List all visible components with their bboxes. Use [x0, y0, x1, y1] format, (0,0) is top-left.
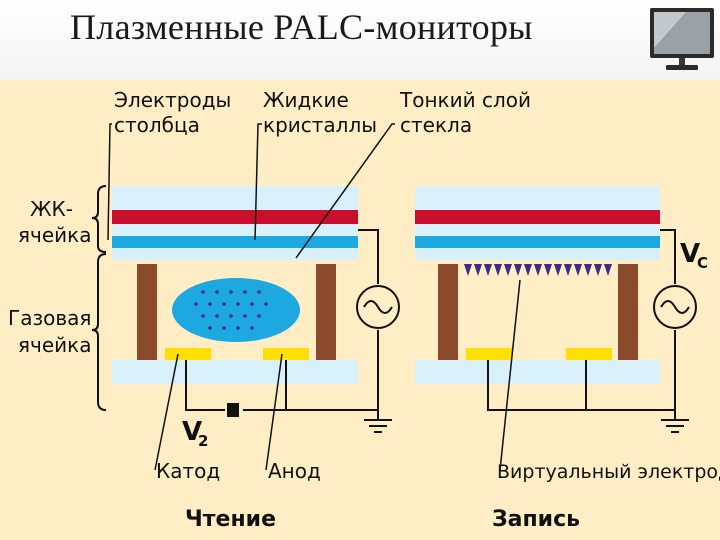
- label-liquid-crystals-2: кристаллы: [263, 113, 377, 137]
- battery-icon: [227, 403, 239, 417]
- label-v2: V: [182, 417, 202, 447]
- write-cell: [415, 186, 697, 471]
- caption-write: Запись: [492, 507, 580, 532]
- title-bar: Плазменные PALC-мониторы: [0, 0, 720, 80]
- virtual-electrode-charges: [464, 264, 612, 276]
- label-vc-sub: C: [697, 254, 708, 272]
- label-virtual-electrode: Виртуальный электрод: [497, 461, 720, 483]
- ground-icon: [364, 410, 392, 433]
- label-anode: Анод: [268, 459, 321, 483]
- ac-source-icon: [356, 285, 400, 329]
- right-wall: [316, 264, 336, 360]
- left-wall: [137, 264, 157, 360]
- label-vc: V: [680, 239, 700, 269]
- read-ac-wiring: [185, 229, 379, 411]
- plasma-charges: [194, 290, 268, 330]
- top-glass: [112, 186, 358, 210]
- label-liquid-crystals-1: Жидкие: [263, 88, 349, 112]
- label-column-electrodes-2: столбца: [114, 113, 200, 137]
- label-lc-cell-2: ячейка: [18, 223, 92, 247]
- label-column-electrodes-1: Электроды: [114, 88, 231, 112]
- read-cell: [91, 123, 400, 471]
- read-leaders: [107, 123, 395, 471]
- cathode: [165, 348, 211, 360]
- slide-title: Плазменные PALC-мониторы: [70, 7, 533, 47]
- thin-glass-layer: [112, 248, 358, 260]
- label-lc-cell-1: ЖК-: [30, 197, 73, 221]
- monitor-icon: [650, 8, 714, 70]
- liquid-crystal-layer: [112, 236, 358, 248]
- write-leaders: [499, 279, 521, 471]
- bottom-glass: [112, 360, 358, 384]
- label-thin-glass-1: Тонкий слой: [399, 88, 531, 112]
- anode: [263, 348, 309, 360]
- ac-source-icon: [653, 285, 697, 329]
- cell-braces: [91, 185, 107, 411]
- caption-read: Чтение: [185, 507, 276, 532]
- label-gas-cell-1: Газовая: [8, 306, 91, 330]
- plasma-cloud: [172, 278, 300, 342]
- label-cathode: Катод: [156, 459, 220, 483]
- write-ac-wiring: [487, 229, 676, 411]
- column-electrode-strip: [112, 210, 358, 224]
- label-v2-sub: 2: [198, 432, 208, 450]
- ground-icon: [661, 410, 689, 433]
- label-thin-glass-2: стекла: [400, 113, 472, 137]
- label-gas-cell-2: ячейка: [18, 333, 92, 357]
